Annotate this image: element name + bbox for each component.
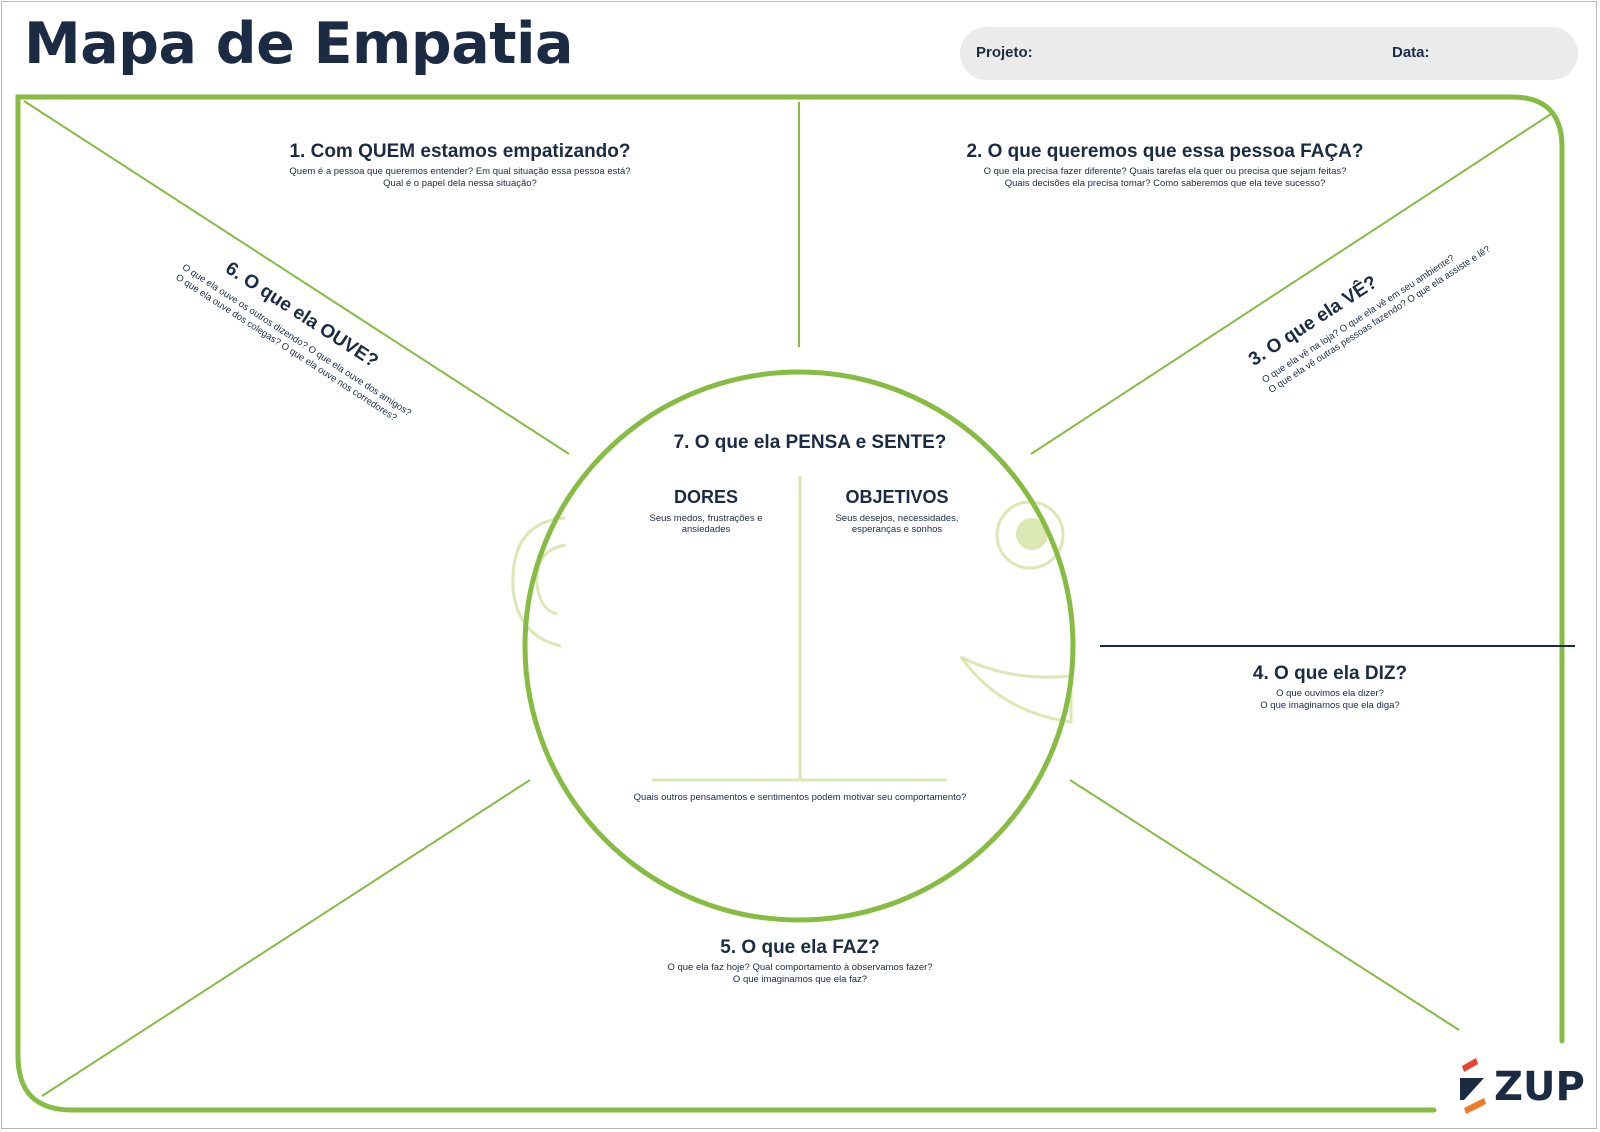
ear-outer: [511, 516, 566, 648]
pains-subtext-1: Seus medos, frustrações e: [649, 513, 763, 524]
zup-logo-mark-icon: [1460, 1058, 1486, 1114]
who-subtext-2: Qual é o papel dela nessa situação?: [383, 178, 537, 189]
section-do: 2. O que queremos que essa pessoa FAÇA? …: [920, 141, 1410, 190]
does-subtext-2: O que imaginamos que ela faz?: [732, 974, 868, 985]
page-title: Mapa de Empatia: [24, 11, 573, 77]
thinks-heading: 7. O que ela PENSA e SENTE?: [673, 432, 947, 453]
divider-top-right: [1030, 111, 1555, 455]
divider-bottom-right: [1069, 779, 1460, 1031]
outer-frame: [15, 94, 1565, 1113]
pains-heading: DORES: [673, 487, 738, 507]
says-subtext-2: O que imaginamos que ela diga?: [1260, 700, 1400, 711]
do-heading: 2. O que queremos que essa pessoa FAÇA?: [966, 141, 1364, 162]
project-label: Projeto:: [976, 44, 1033, 61]
who-subtext-1: Quem é a pessoa que queremos entender? E…: [289, 166, 631, 177]
does-subtext-1: O que ela faz hoje? Qual comportamento à…: [667, 962, 933, 973]
goals-heading: OBJETIVOS: [845, 487, 949, 507]
thinks-footer-text: Quais outros pensamentos e sentimentos p…: [633, 792, 967, 803]
goals-subtext-1: Seus desejos, necessidades,: [835, 513, 959, 524]
who-heading: 1. Com QUEM estamos empatizando?: [289, 141, 631, 162]
divider-bottom-left: [41, 779, 531, 1097]
head-circle: [522, 369, 1076, 923]
do-subtext-1: O que ela precisa fazer diferente? Quais…: [983, 166, 1347, 177]
date-label: Data:: [1392, 44, 1430, 61]
goals-subtext-2: esperanças e sonhos: [851, 524, 943, 535]
goals-block: OBJETIVOS Seus desejos, necessidades, es…: [817, 487, 977, 535]
says-heading: 4. O que ela DIZ?: [1252, 663, 1408, 684]
section-does: 5. O que ela FAZ? O que ela faz hoje? Qu…: [630, 937, 970, 986]
project-date-box: Projeto: Data:: [960, 27, 1578, 80]
thinks-footer: Quais outros pensamentos e sentimentos p…: [600, 792, 1000, 804]
zup-logo: ZUP: [1454, 1058, 1586, 1116]
says-subtext-1: O que ouvimos ela dizer?: [1276, 688, 1384, 699]
mouth: [959, 655, 1073, 724]
eye-pupil: [1016, 518, 1048, 550]
does-heading: 5. O que ela FAZ?: [720, 937, 880, 958]
section-says: 4. O que ela DIZ? O que ouvimos ela dize…: [1210, 663, 1450, 712]
pains-subtext-2: ansiedades: [681, 524, 731, 535]
zup-logo-text: ZUP: [1494, 1064, 1585, 1110]
pains-block: DORES Seus medos, frustrações e ansiedad…: [626, 487, 786, 535]
ear-inner: [535, 543, 567, 616]
section-who: 1. Com QUEM estamos empatizando? Quem é …: [240, 141, 680, 190]
do-subtext-2: Quais decisões ela precisa tomar? Como s…: [1004, 178, 1326, 189]
divider-top-left: [23, 100, 570, 455]
section-thinks: 7. O que ela PENSA e SENTE?: [620, 432, 1000, 454]
